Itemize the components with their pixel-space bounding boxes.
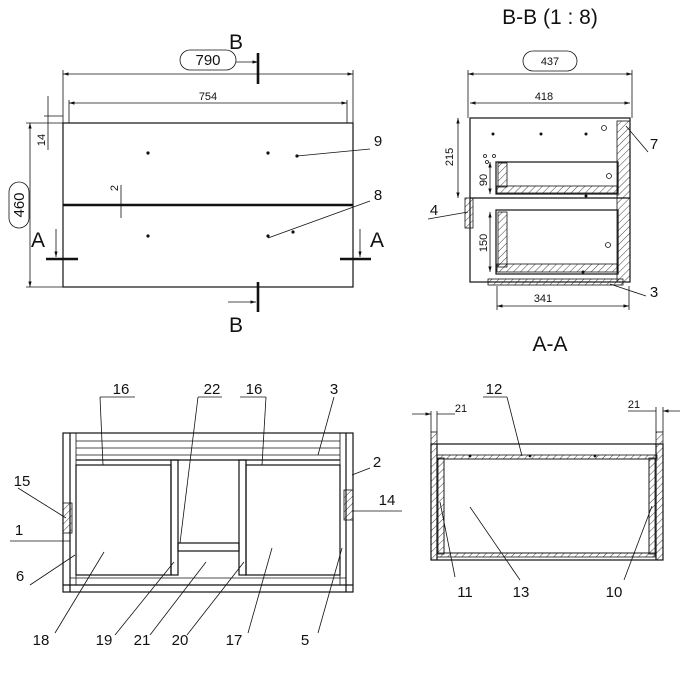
side-strip-left: [62, 502, 73, 534]
bottom-panel: [487, 278, 624, 286]
callout-5: 5: [301, 632, 309, 649]
callout-16a: 16: [113, 381, 130, 398]
callout-11: 11: [457, 584, 473, 601]
callout-19: 19: [96, 632, 113, 649]
callout-22: 22: [204, 381, 221, 398]
callout-18: 18: [33, 632, 50, 649]
section-a-label-left: A: [31, 229, 45, 252]
callout-16b: 16: [246, 381, 263, 398]
dim-inner-width: 754: [199, 91, 217, 103]
front-view: 790 754 460 14 2 B B A A 9: [8, 31, 384, 337]
dim-right-thickness: 21: [628, 399, 640, 411]
callout-13: 13: [513, 584, 530, 601]
side-strip-right: [343, 489, 354, 521]
drawer-section: 21 21 12 11 13 10: [412, 381, 680, 601]
dim-overall-width: 790: [195, 52, 220, 69]
section-a-label-right: A: [370, 229, 384, 252]
callout-8: 8: [374, 187, 382, 204]
callout-15: 15: [14, 473, 31, 490]
section-bb-title: B-B (1 : 8): [502, 6, 598, 29]
dim-h2: 90: [478, 174, 490, 186]
drawer-outline: [430, 443, 664, 561]
section-aa-title: A-A: [532, 333, 567, 356]
callout-10: 10: [606, 584, 623, 601]
dim-790-frame: [179, 49, 237, 71]
section-bb-outline: [469, 117, 631, 283]
callout-3: 3: [650, 284, 658, 301]
section-b-label-bottom: B: [229, 314, 243, 337]
callout-21: 21: [134, 632, 151, 649]
callout-1: 1: [15, 522, 23, 539]
callout-12: 12: [486, 381, 503, 398]
callout-9: 9: [374, 133, 382, 150]
dim-bottom-len: 341: [534, 293, 552, 305]
callout-3-aa: 3: [330, 381, 338, 398]
callout-4: 4: [430, 202, 438, 219]
callout-7: 7: [650, 136, 658, 153]
dim-h1: 215: [444, 148, 456, 166]
dim-depth-inner: 418: [535, 91, 553, 103]
callout-6: 6: [16, 568, 24, 585]
front-strip: [464, 197, 474, 229]
dim-depth-overall: 437: [541, 56, 559, 68]
dim-h3: 150: [478, 234, 490, 252]
section-bb: B-B (1 : 8) 437 418 215: [427, 6, 658, 310]
callout-14: 14: [379, 492, 396, 509]
dim-gap: 2: [109, 185, 121, 191]
section-aa: A-A 16 22 16 3 2 15 14 1: [10, 333, 568, 649]
callout-20: 20: [172, 632, 189, 649]
callout-17: 17: [226, 632, 243, 649]
rear-panel: [616, 120, 631, 283]
dim-left-thickness: 21: [455, 403, 467, 415]
dim-height: 460: [11, 192, 28, 217]
section-b-label-top: B: [229, 31, 243, 54]
callout-2: 2: [373, 454, 381, 471]
dim-top-gap: 14: [36, 134, 48, 146]
